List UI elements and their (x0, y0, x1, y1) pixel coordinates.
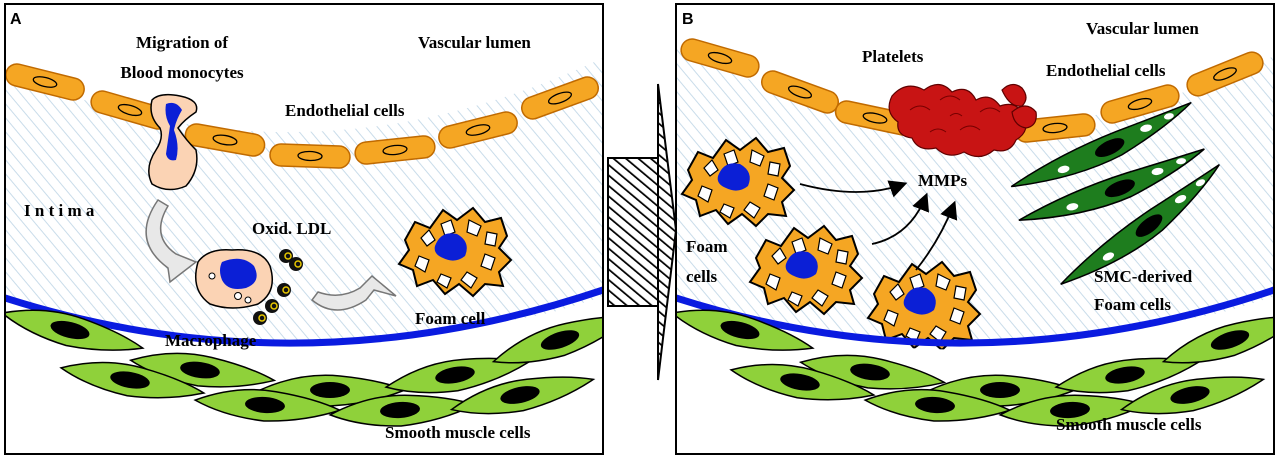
panel-a-letter: A (10, 11, 22, 28)
panel-a (5, 4, 603, 454)
foam-cells-label-line2: cells (686, 267, 718, 286)
panel-b-frame (675, 3, 1275, 455)
vascular-lumen-label-b: Vascular lumen (1086, 19, 1199, 38)
endothelial-label-a: Endothelial cells (285, 101, 405, 120)
smooth-muscle-label-a: Smooth muscle cells (385, 423, 531, 442)
oxid-ldl-label: Oxid. LDL (252, 219, 331, 238)
transformation-arrow (310, 274, 397, 311)
migration-label-line2: Blood monocytes (120, 63, 244, 82)
smc-foam-label-line2: Foam cells (1094, 295, 1171, 314)
migrating-monocyte (148, 93, 198, 191)
vascular-lumen-label-a: Vascular lumen (418, 33, 531, 52)
foam-cell-label: Foam cell (415, 309, 486, 328)
platelet-aggregate (888, 83, 1037, 158)
migration-arrow (145, 198, 198, 284)
oxid-ldl-particles (253, 249, 303, 325)
panel-b (676, 4, 1274, 454)
panel-a-frame (4, 3, 604, 455)
intima-label: I n t i m a (24, 201, 95, 220)
progression-arrow (607, 83, 678, 381)
endothelial-label-b: Endothelial cells (1046, 61, 1166, 80)
smc-foam-label-line1: SMC-derived (1094, 267, 1193, 286)
platelets-label: Platelets (862, 47, 924, 66)
migration-label-line1: Migration of (136, 33, 228, 52)
mmp-arrows (799, 180, 958, 271)
macrophage-label: Macrophage (165, 331, 257, 350)
macrophage (195, 249, 273, 309)
panel-b-letter: B (682, 11, 694, 28)
smooth-muscle-label-b: Smooth muscle cells (1056, 415, 1202, 434)
mmps-label: MMPs (918, 171, 967, 190)
foam-cells-label-line1: Foam (686, 237, 728, 256)
